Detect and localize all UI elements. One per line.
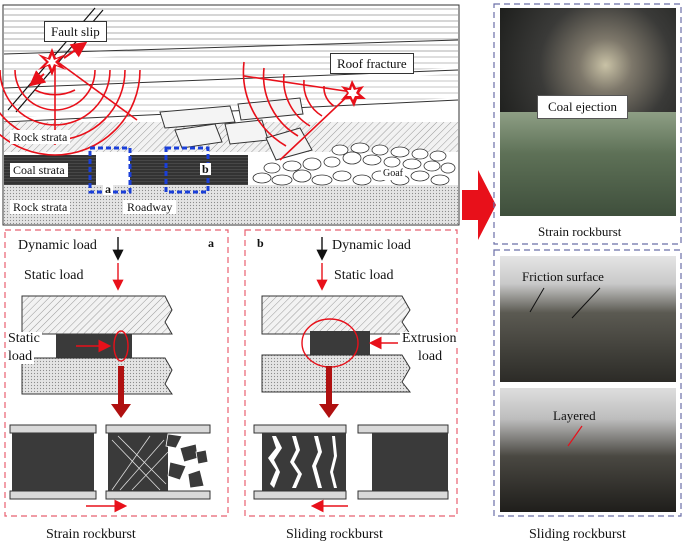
- coal-ejection-label: Coal ejection: [537, 95, 628, 119]
- panel-a-static-side-1: Static: [6, 331, 42, 346]
- marker-b-label: b: [200, 162, 211, 176]
- goaf-label: Goaf: [381, 168, 405, 180]
- fault-slip-label: Fault slip: [44, 21, 107, 42]
- coal-ejection-photo-bottom: [500, 112, 676, 216]
- panel-a-static-load: Static load: [24, 268, 84, 283]
- friction-surface-photo: [500, 256, 676, 382]
- coal-strata-label: Coal strata: [10, 163, 68, 177]
- panel-b-extrusion-1: Extrusion: [400, 331, 459, 346]
- sliding-photo-caption: Sliding rockburst: [529, 527, 626, 542]
- panel-a-dynamic-load: Dynamic load: [18, 238, 97, 253]
- roof-fracture-label: Roof fracture: [330, 53, 414, 74]
- panel-a-id: a: [208, 236, 214, 250]
- panel-b-extrusion-2: load: [416, 349, 445, 364]
- panel-b-dynamic-load: Dynamic load: [332, 238, 411, 253]
- strain-photo-caption: Strain rockburst: [538, 224, 622, 239]
- strain-photo-frame: [493, 3, 682, 245]
- rock-strata-upper-label: Rock strata: [10, 130, 71, 144]
- layered-label: Layered: [553, 408, 596, 423]
- friction-surface-label: Friction surface: [522, 269, 604, 284]
- rock-strata-lower-label: Rock strata: [10, 200, 71, 214]
- marker-a-label: a: [103, 182, 113, 196]
- sliding-photo-frame: [493, 249, 682, 517]
- connector-arrow: [462, 170, 496, 240]
- roof-fracture-waves: [242, 61, 353, 161]
- fault-slip-burst-icon: [28, 41, 88, 87]
- panel-b: [244, 229, 458, 517]
- roadway-label: Roadway: [123, 200, 177, 214]
- panel-b-id: b: [257, 236, 264, 250]
- panel-b-caption: Sliding rockburst: [286, 527, 383, 542]
- panel-b-static-load: Static load: [334, 268, 394, 283]
- layered-photo: [500, 388, 676, 512]
- roof-fracture-burst-icon: [341, 80, 366, 107]
- panel-a-static-side-2: load: [6, 349, 35, 364]
- panel-a-caption: Strain rockburst: [46, 527, 136, 542]
- coal-ejection-photo-top: [500, 8, 676, 112]
